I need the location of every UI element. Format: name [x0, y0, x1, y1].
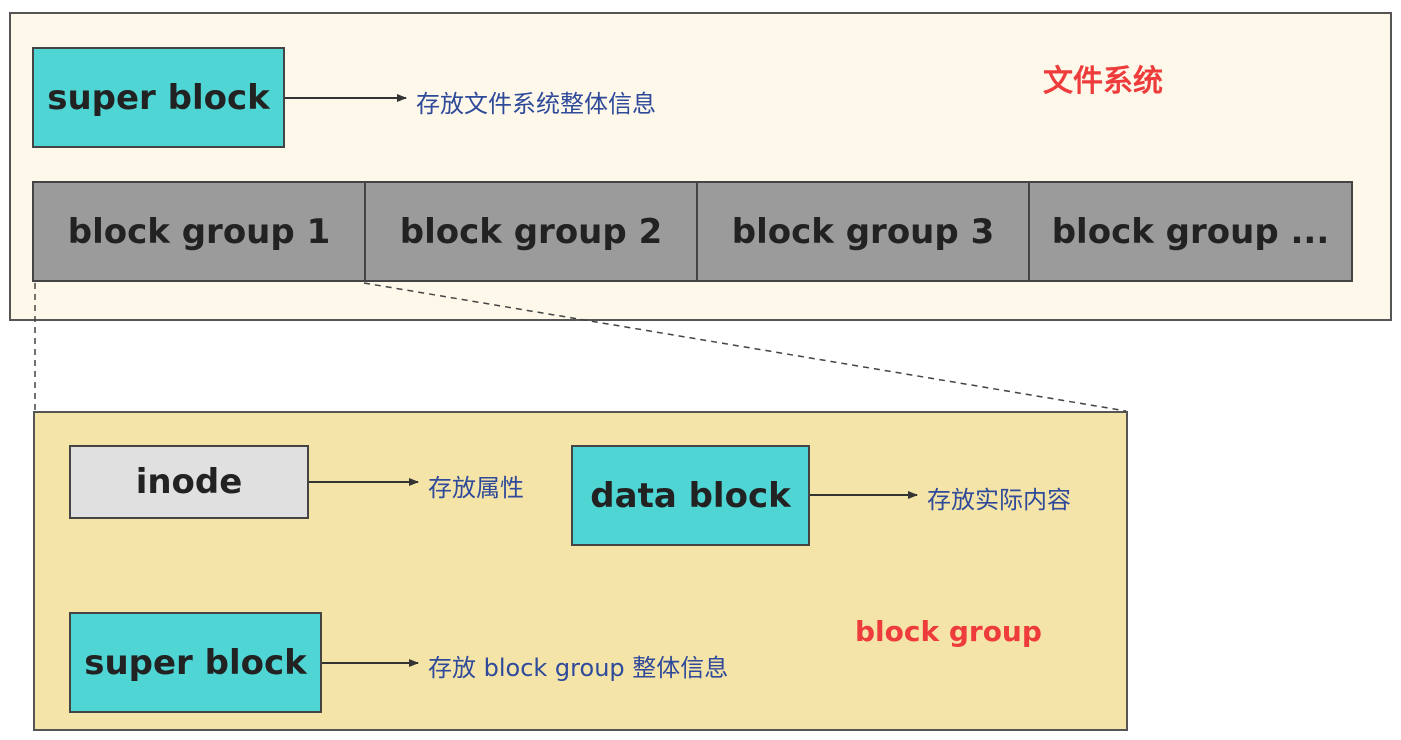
fs-super-block: super block: [32, 47, 285, 148]
dashed-connector-right: [363, 282, 1127, 412]
block-group-1: block group 1: [34, 183, 366, 280]
block-group-3: block group 3: [698, 183, 1030, 280]
fs-super-block-note: 存放文件系统整体信息: [416, 90, 656, 118]
data-block-note: 存放实际内容: [927, 486, 1071, 514]
block-group-title: block group: [855, 615, 1042, 648]
bg-super-block-box: super block: [69, 612, 322, 713]
file-system-title: 文件系统: [1043, 64, 1163, 99]
block-group-2: block group 2: [366, 183, 698, 280]
data-block-box: data block: [571, 445, 810, 546]
inode-note: 存放属性: [428, 474, 524, 502]
bg-super-block-note: 存放 block group 整体信息: [428, 654, 729, 682]
block-group-more: block group ...: [1051, 211, 1330, 252]
block-groups-row: block group 1 block group 2 block group …: [32, 181, 1353, 282]
inode-box: inode: [69, 445, 309, 519]
